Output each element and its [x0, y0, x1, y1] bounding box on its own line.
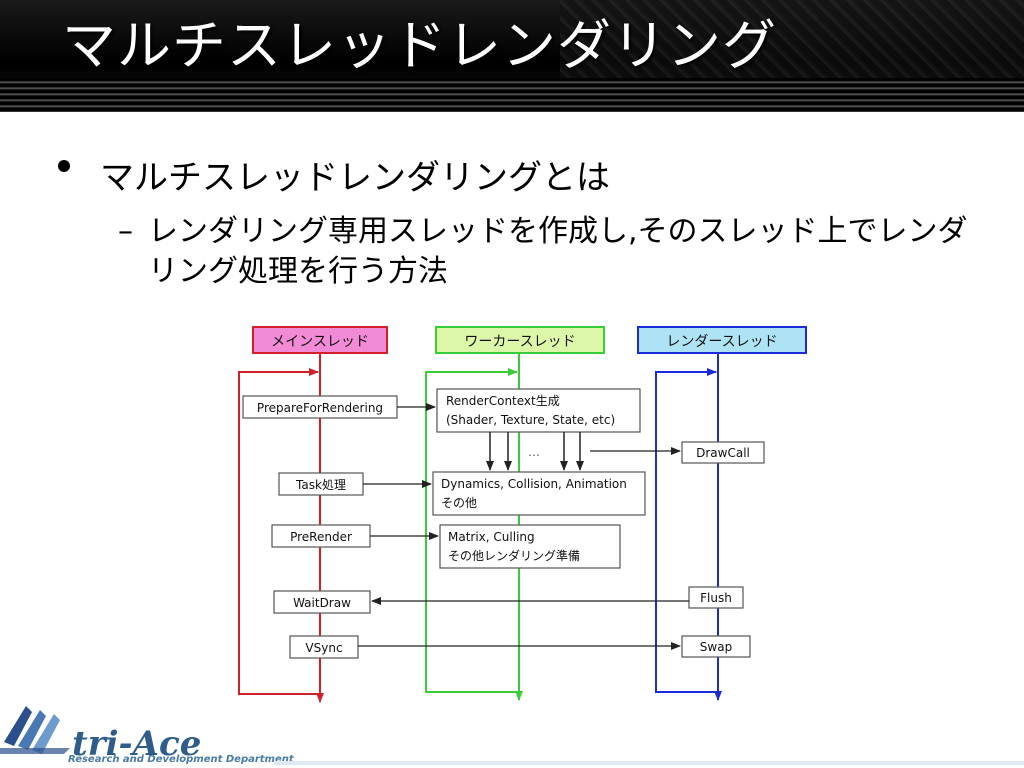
worker-box-matrix-culling-line1: Matrix, Culling	[448, 530, 535, 544]
bullet-level1: マルチスレッドレンダリングとは	[100, 158, 610, 198]
lane-header-main	[252, 326, 388, 354]
thread-sequence-diagram: メインスレッド ワーカースレッド レンダースレッド PrepareForRend…	[238, 326, 807, 703]
slide-title: マルチスレッドレンダリング	[62, 14, 777, 77]
worker-box-render-context	[436, 388, 641, 433]
job-ellipsis: …	[528, 445, 540, 459]
worker-box-render-context-line2: (Shader, Texture, State, etc)	[446, 413, 615, 427]
main-thread-loop	[238, 353, 321, 695]
worker-box-dynamics-line2: その他	[441, 496, 477, 510]
step-vsync	[289, 635, 359, 659]
title-bar-texture	[560, 0, 1024, 80]
lane-header-worker	[435, 326, 605, 354]
step-vsync-label: VSync	[305, 641, 342, 655]
title-bar: マルチスレッドレンダリング	[0, 0, 1024, 112]
render-step-drawcall	[681, 441, 765, 464]
step-waitdraw-label: WaitDraw	[293, 596, 351, 610]
step-prepare-for-rendering-label: PrepareForRendering	[257, 401, 383, 415]
bullet-dot	[58, 160, 70, 172]
footer-rule	[274, 761, 1024, 765]
render-thread-loop	[655, 353, 719, 693]
step-waitdraw	[273, 590, 371, 614]
worker-box-matrix-culling	[439, 524, 621, 569]
tri-ace-logo-mark-icon	[0, 706, 70, 754]
render-step-drawcall-label: DrawCall	[696, 446, 750, 460]
logo-name: tri-Ace	[72, 724, 202, 764]
worker-box-render-context-line1: RenderContext生成	[446, 394, 560, 408]
bullet-level2: レンダリング専用スレッドを作成し,そのスレッド上でレンダリング処理を行う方法	[148, 214, 968, 289]
lane-label-worker: ワーカースレッド	[464, 334, 575, 350]
render-step-flush	[688, 586, 744, 609]
worker-thread-loop	[425, 353, 520, 693]
step-prerender-label: PreRender	[290, 530, 352, 544]
step-task-label: Task処理	[295, 478, 346, 492]
lane-header-render	[637, 326, 807, 354]
lane-label-render: レンダースレッド	[666, 334, 777, 350]
slide-body: マルチスレッドレンダリングとは – レンダリング専用スレッドを作成し,そのスレッ…	[0, 112, 1024, 768]
worker-box-dynamics-line1: Dynamics, Collision, Animation	[441, 477, 627, 491]
title-bar-stripes	[0, 78, 1024, 112]
render-step-swap-label: Swap	[700, 640, 732, 654]
worker-box-matrix-culling-line2: その他レンダリング準備	[448, 548, 580, 563]
render-step-swap	[681, 635, 751, 658]
lane-label-main: メインスレッド	[271, 334, 369, 350]
worker-box-dynamics	[432, 471, 646, 516]
render-step-flush-label: Flush	[700, 591, 732, 605]
logo-subtitle: Research and Development Department	[68, 754, 294, 765]
bullet-dash: –	[118, 214, 133, 249]
